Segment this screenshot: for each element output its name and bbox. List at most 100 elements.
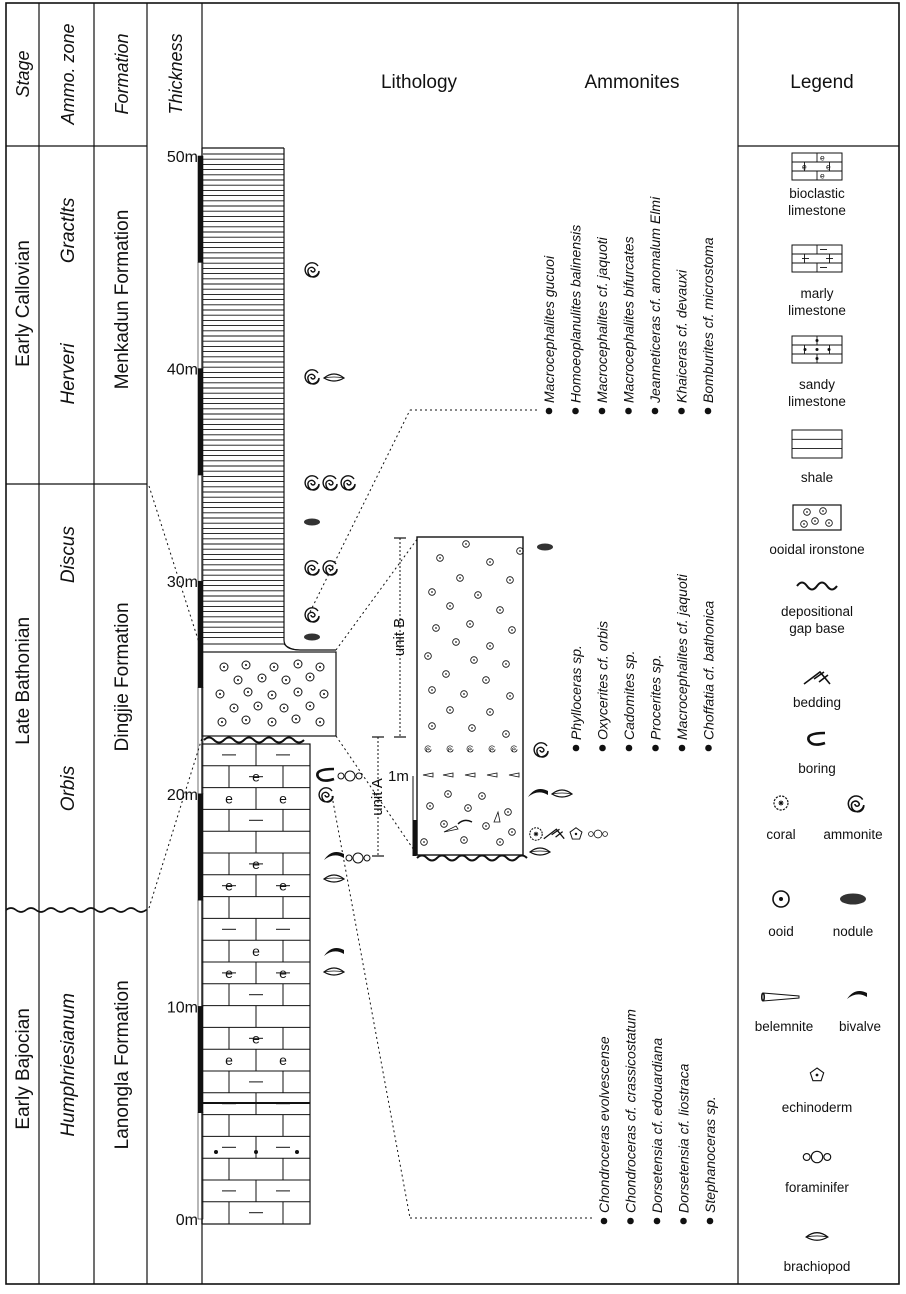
bioclast-symbol: e xyxy=(279,1052,287,1068)
ammonite-symbol xyxy=(340,475,356,491)
ammonite-symbol xyxy=(488,745,496,753)
ooid-symbol xyxy=(482,822,490,830)
thickness-header: Thickness xyxy=(166,33,186,114)
zone-label: Discus xyxy=(58,526,79,584)
ooid-symbol xyxy=(442,670,450,678)
bioclast-symbol: e xyxy=(252,769,260,785)
ooid-symbol xyxy=(293,659,303,669)
legend-label: bivalve xyxy=(839,1019,881,1034)
nodule-symbol xyxy=(304,518,320,526)
ooid-symbol xyxy=(440,820,448,828)
ammonite-species-name: Cadomites sp. xyxy=(621,651,637,740)
ooid-symbol xyxy=(241,660,251,670)
ammonite-list-upper: Macrocephalites gucuoi Homoeoplanulites b… xyxy=(541,196,716,415)
legend-label: gap base xyxy=(789,621,845,636)
ooid-symbol xyxy=(428,588,436,596)
ooid-symbol xyxy=(508,626,516,634)
foraminifer-symbol xyxy=(337,770,363,782)
ooid-symbol xyxy=(456,574,464,582)
ammonite-bullet xyxy=(678,407,685,415)
foraminifer-icon xyxy=(802,1150,832,1164)
ammonite-icon xyxy=(847,795,865,813)
bivalve-symbol xyxy=(457,819,473,825)
belemnite-symbol xyxy=(486,772,498,778)
ammonite-species-name: Homoeoplanulites balinensis xyxy=(568,225,584,403)
correlation-lines xyxy=(148,409,595,1219)
formation-label: Dingjie Formation xyxy=(112,602,133,751)
thickness-tick-label: 50m xyxy=(167,149,198,166)
ooid-symbol xyxy=(444,790,452,798)
legend-label: bedding xyxy=(793,695,841,710)
ammonite-symbol xyxy=(466,745,474,753)
ooid-symbol xyxy=(468,724,476,732)
foraminifer-symbol xyxy=(588,829,608,839)
belemnite-symbol xyxy=(442,772,454,778)
thickness-bar-segment xyxy=(197,155,204,263)
ammonite-symbol xyxy=(322,560,338,576)
ooid-symbol xyxy=(219,662,229,672)
ooid-symbol xyxy=(452,638,460,646)
ammonite-bullet xyxy=(625,407,632,415)
belemnite-symbol xyxy=(508,772,520,778)
legend-label: shale xyxy=(801,470,833,485)
ooid-symbol xyxy=(506,576,514,584)
bivalve-symbol xyxy=(324,852,344,860)
legend-label: depositional xyxy=(781,604,853,619)
ooid-symbol xyxy=(291,714,301,724)
ammonite-species-name: Bomburites cf. microstoma xyxy=(700,237,716,403)
ooid-symbol xyxy=(215,689,225,699)
legend-label: sandy xyxy=(799,377,835,392)
ammonite-bullet xyxy=(599,744,606,752)
ooid-symbol xyxy=(305,701,315,711)
ooid-symbol xyxy=(426,802,434,810)
zone-label: Herveri xyxy=(58,343,79,405)
main-column-fossils xyxy=(304,262,371,976)
legend-label: coral xyxy=(766,827,795,842)
ammonite-bullet xyxy=(545,407,553,415)
ammonite-species-name: Chondroceras evolvescense xyxy=(596,1036,612,1213)
bivalve-symbol xyxy=(528,789,548,797)
wavy-line-icon xyxy=(796,581,838,591)
bioclast-symbol: e xyxy=(252,1030,260,1046)
belemnite-symbol xyxy=(464,772,476,778)
ooid-symbol xyxy=(506,692,514,700)
nodule-symbol xyxy=(304,633,320,641)
ooid-symbol xyxy=(496,606,504,614)
brachiopod-symbol xyxy=(323,967,345,976)
ammonite-species-name: Oxycerites cf. orbis xyxy=(595,621,611,740)
lithology-header: Lithology xyxy=(381,72,458,93)
shale-icon xyxy=(791,429,843,459)
ammonite-species-name: Macrocephalites cf. jaquoti xyxy=(674,573,690,740)
depositional-gap-line xyxy=(203,736,305,744)
legend-label: boring xyxy=(798,761,836,776)
legend-label: echinoderm xyxy=(782,1100,853,1115)
zone-label: Orbis xyxy=(58,765,79,811)
ammonite-species-name: Macrocephalites gucuoi xyxy=(541,255,557,403)
bivalve-symbol xyxy=(324,948,344,956)
ammonite-bullet xyxy=(625,744,633,752)
ammonites-header: Ammonites xyxy=(584,72,679,93)
ammonite-species-name: Stephanoceras sp. xyxy=(702,1096,718,1213)
ammonite-bullet xyxy=(705,744,712,752)
sandy-limestone-icon xyxy=(791,335,843,364)
unit-a-label: unit A xyxy=(369,778,386,816)
thickness-tick-label: 10m xyxy=(167,999,198,1016)
svg-text:e: e xyxy=(802,162,807,172)
ooid-symbol xyxy=(229,703,239,713)
bioclast-symbol: e xyxy=(279,965,287,981)
unit-b-label: unit B xyxy=(391,618,408,656)
thickness-tick-label: 20m xyxy=(167,787,198,804)
ooid-symbol xyxy=(432,624,440,632)
nodule-icon xyxy=(840,893,866,905)
ooid-symbol xyxy=(293,687,303,697)
boring-icon xyxy=(807,731,827,746)
ammonite-bullet xyxy=(680,1217,687,1225)
unconformity-line xyxy=(5,907,147,913)
ooidal-ironstone-ooids xyxy=(215,659,329,727)
ammonite-species-name: Dorsetensia cf. liostraca xyxy=(676,1063,692,1213)
